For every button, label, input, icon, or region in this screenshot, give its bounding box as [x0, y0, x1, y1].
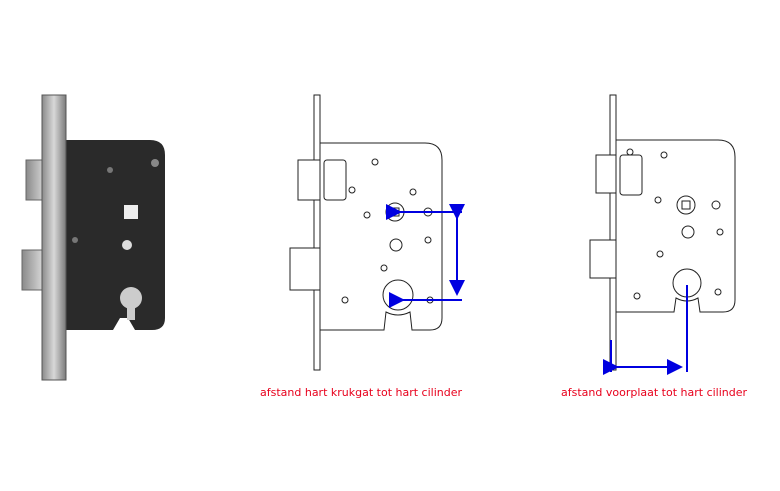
dimension-faceplate-to-cylinder [603, 285, 688, 375]
caption-faceplate-to-cylinder: afstand voorplaat tot hart cilinder [561, 386, 748, 399]
lock-photo [21, 94, 165, 381]
spindle-hole [124, 205, 138, 219]
dimension-handle-to-cylinder [386, 204, 465, 308]
lock-drawing-handle [289, 94, 443, 371]
faceplate [41, 94, 67, 381]
lock-body [62, 140, 165, 330]
caption-handle-to-cylinder: afstand hart krukgat tot hart cilinder [260, 386, 463, 399]
lock-drawing-faceplate [589, 94, 736, 371]
